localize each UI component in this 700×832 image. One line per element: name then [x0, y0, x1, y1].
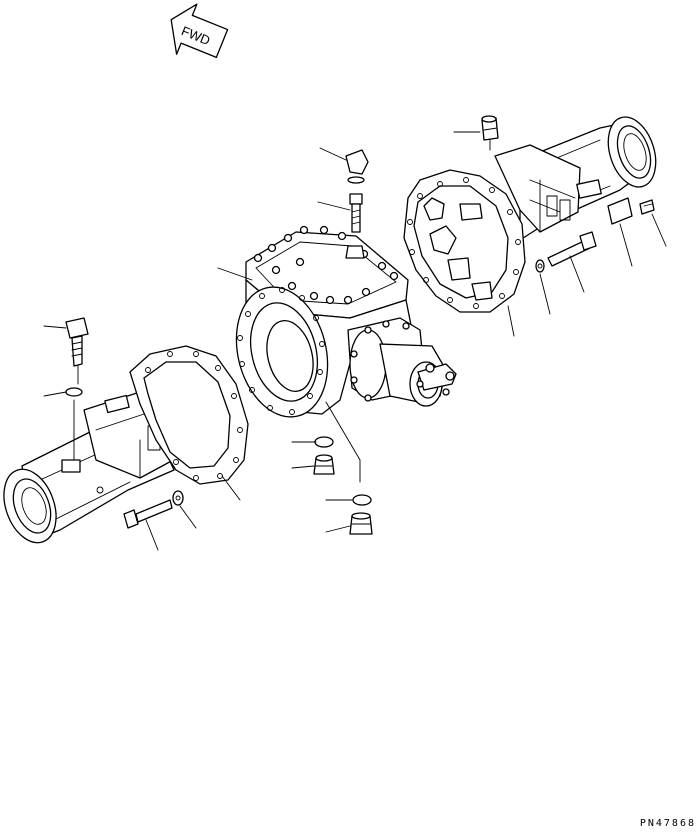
center-flange-bolt-holes: [237, 287, 325, 415]
drain-plugs: [313, 436, 373, 535]
hose-fitting: [345, 193, 365, 259]
left-axle-housing: [3, 317, 249, 544]
leader-lines: [43, 131, 667, 551]
mount-bolt: [535, 231, 597, 273]
fwd-arrow: FWD: [170, 3, 229, 59]
differential-housing: [235, 225, 457, 418]
cover-plate: [607, 197, 655, 225]
elbow-fitting: [345, 149, 369, 184]
cover-bolts: [253, 225, 399, 305]
right-axle-housing: [403, 115, 657, 313]
left-breather: [65, 317, 89, 461]
drawing-code: PN47868: [639, 818, 696, 829]
right-flange-bolt-holes: [407, 177, 521, 309]
left-mount-bolt: [123, 490, 184, 529]
breather-plug: [481, 115, 499, 151]
